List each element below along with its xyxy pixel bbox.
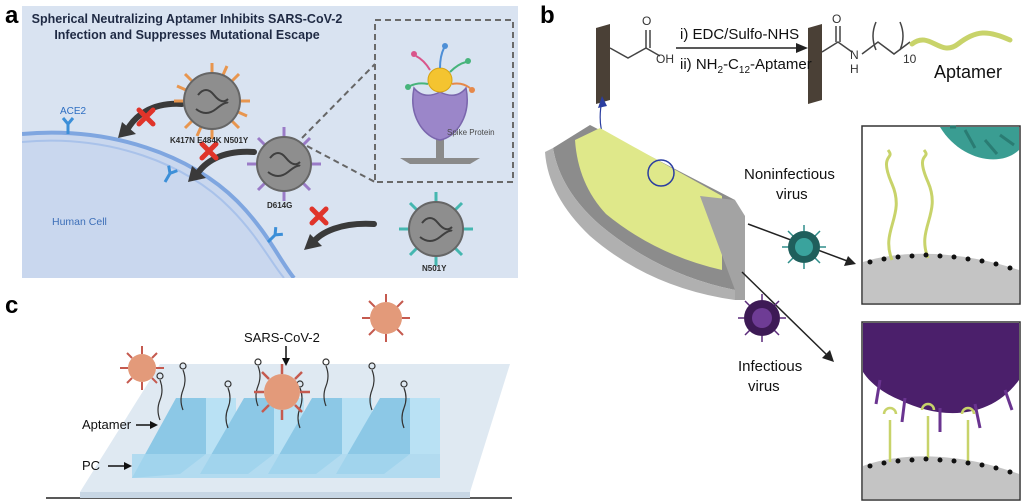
chem-n-label: N <box>850 48 859 62</box>
photonic-crystal-ridges <box>132 398 440 478</box>
virus-teal <box>399 192 473 266</box>
infectious-inset <box>861 321 1021 501</box>
step2-sub1: 2 <box>717 65 724 76</box>
chem-oh-label: OH <box>656 52 674 66</box>
infectious-label-line2: virus <box>748 378 780 395</box>
virus-orange <box>174 63 250 139</box>
panel-a-title-line1: Spherical Neutralizing Aptamer Inhibits … <box>31 12 343 26</box>
noninfectious-label-line2: virus <box>776 186 808 203</box>
virus-purple <box>247 127 321 201</box>
aptamer-label-c: Aptamer <box>82 417 132 432</box>
spike-protein <box>400 43 480 164</box>
ace2-label: ACE2 <box>60 106 87 117</box>
variant-label-2: D614G <box>267 201 293 210</box>
chem-o2-label: O <box>832 12 842 26</box>
chem-o-label: O <box>642 14 652 28</box>
panel-c-label: c <box>5 292 19 319</box>
panel-a-illustration <box>22 19 514 278</box>
panel-a-label: a <box>5 2 19 29</box>
chem-repeat-label: 10 <box>903 52 917 66</box>
human-cell-label: Human Cell <box>52 216 107 228</box>
pc-label: PC <box>82 458 101 473</box>
infectious-label-line1: Infectious <box>738 358 803 375</box>
sars-cov-2-label: SARS-CoV-2 <box>244 330 320 345</box>
step2-label: ii) NH2-C12-Aptamer <box>680 56 812 76</box>
step2-suffix: -Aptamer <box>750 56 812 73</box>
step2-prefix: ii) NH <box>680 56 718 73</box>
capillary-tube <box>545 125 745 300</box>
spike-protein-label: Spike Protein <box>447 128 495 137</box>
aptamer-label-b: Aptamer <box>934 62 1003 82</box>
panel-a: Spherical Neutralizing Aptamer Inhibits … <box>22 6 518 278</box>
variant-label-1: K417N E484K N501Y <box>170 136 249 145</box>
sars-cov-2-particle-1 <box>120 346 164 390</box>
step2-sub2: 12 <box>738 65 751 76</box>
sars-cov-2-particle-2 <box>254 364 310 420</box>
panel-b-label: b <box>540 2 555 29</box>
noninfectious-inset <box>861 125 1021 305</box>
ace2-receptor <box>61 117 283 244</box>
sars-cov-2-particle-3 <box>362 294 410 342</box>
variant-label-3: N501Y <box>422 264 447 273</box>
step1-label: i) EDC/Sulfo-NHS <box>680 26 800 43</box>
infectious-virus <box>738 294 786 342</box>
step2-mid: -C <box>723 56 739 73</box>
noninfectious-virus <box>782 225 826 269</box>
noninfectious-label-line1: Noninfectious <box>744 166 835 183</box>
panel-a-title-line2: Infection and Suppresses Mutational Esca… <box>54 28 320 42</box>
chem-h-label: H <box>850 62 859 76</box>
